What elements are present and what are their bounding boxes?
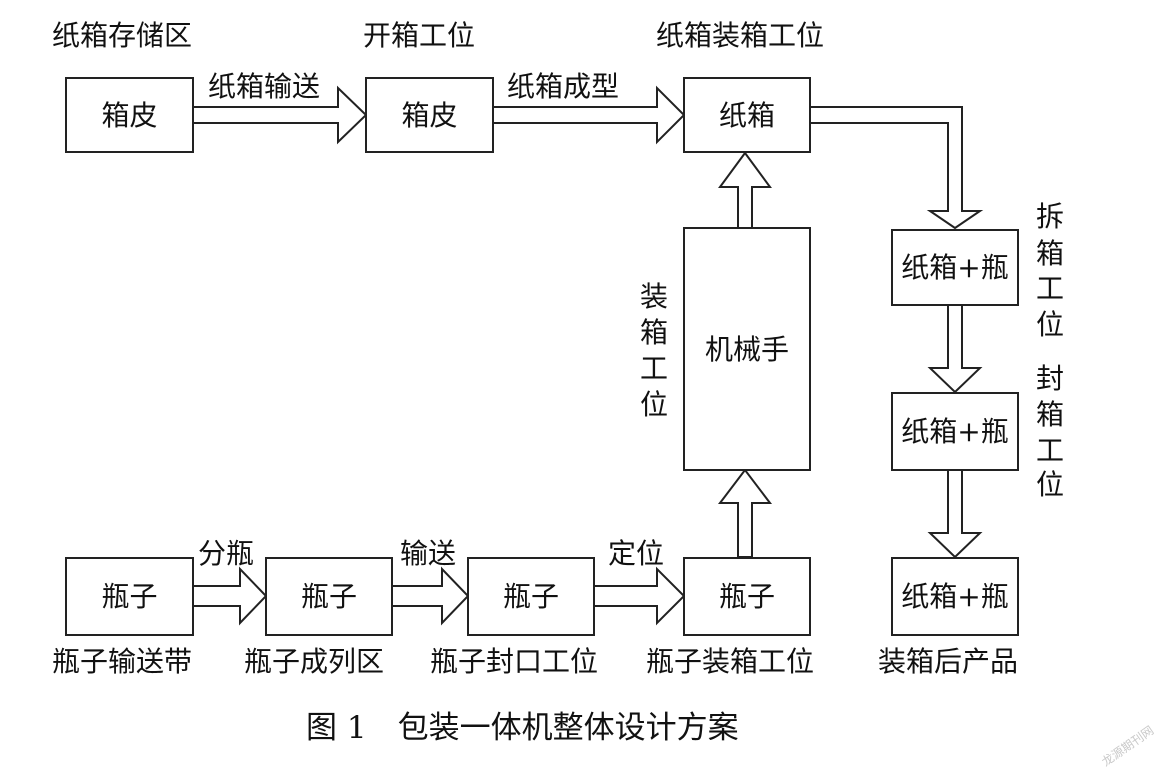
vertical-label-char: 箱 (1036, 237, 1064, 270)
vertical-label-char: 工 (1036, 434, 1064, 467)
vertical-label-char: 工 (1036, 272, 1064, 305)
box-seal-station-label: 纸箱+瓶 (901, 415, 1008, 448)
arrow-robot-to-carton (718, 151, 772, 229)
zone-bottle-seal-station: 瓶子封口工位 (430, 645, 598, 678)
box-bottle-seal (467, 557, 595, 636)
vertical-label-char: 箱 (640, 316, 668, 349)
vertical-label-seal-station: 封 箱 工 位 (1036, 362, 1064, 501)
arrow-carton-to-unpack (809, 106, 984, 230)
zone-carton-open-station: 开箱工位 (363, 19, 475, 52)
arrow-carton-forming (492, 85, 686, 145)
zone-carton-storage: 纸箱存储区 (52, 19, 192, 52)
vertical-label-char: 拆 (1036, 200, 1064, 233)
box-bottle-conveyor-label: 瓶子 (101, 580, 157, 613)
box-bottle-seal-label: 瓶子 (503, 580, 559, 613)
arrow-bottle-to-robot (717, 468, 773, 558)
arrow-label-carton-convey: 纸箱输送 (208, 70, 320, 103)
zone-bottle-conveyor-belt: 瓶子输送带 (52, 645, 192, 678)
vertical-label-char: 装 (640, 280, 668, 313)
box-final-product (891, 557, 1019, 636)
box-unpack-station (891, 229, 1019, 306)
box-robot-label: 机械手 (705, 333, 789, 366)
zone-bottle-pack-station: 瓶子装箱工位 (646, 645, 814, 678)
box-carton-open (365, 77, 494, 153)
zone-carton-packing-station: 纸箱装箱工位 (656, 19, 824, 52)
box-bottle-rows (265, 557, 393, 636)
vertical-label-char: 箱 (1036, 398, 1064, 431)
box-bottle-conveyor (65, 557, 194, 636)
box-unpack-station-label: 纸箱+瓶 (901, 251, 1008, 284)
box-seal-station (891, 392, 1019, 471)
vertical-label-unpack-station: 拆 箱 工 位 (1036, 200, 1064, 341)
vertical-label-packing-station: 装 箱 工 位 (640, 280, 668, 421)
arrow-label-bottle-split: 分瓶 (198, 537, 254, 570)
vertical-label-char: 工 (640, 352, 668, 385)
box-carton-storage (65, 77, 194, 153)
arrow-bottle-position (593, 566, 686, 626)
arrow-label-bottle-position: 定位 (608, 537, 664, 570)
figure-caption: 图 1 包装一体机整体设计方案 (306, 710, 739, 746)
arrow-unpack-to-seal (927, 304, 983, 394)
box-carton-formed (683, 77, 811, 153)
zone-packed-product: 装箱后产品 (878, 645, 1018, 678)
box-carton-formed-label: 纸箱 (719, 99, 775, 132)
box-final-product-label: 纸箱+瓶 (901, 580, 1008, 613)
arrow-label-carton-forming: 纸箱成型 (507, 70, 619, 103)
box-carton-open-label: 箱皮 (401, 99, 457, 132)
vertical-label-char: 封 (1036, 362, 1064, 395)
zone-bottle-row-area: 瓶子成列区 (244, 645, 384, 678)
box-bottle-rows-label: 瓶子 (301, 580, 357, 613)
box-bottle-pack-label: 瓶子 (719, 580, 775, 613)
arrow-bottle-convey (391, 566, 470, 626)
arrow-label-bottle-convey: 输送 (400, 537, 456, 570)
arrow-seal-to-final (927, 469, 983, 559)
box-bottle-pack (683, 557, 811, 636)
box-robot (683, 227, 811, 471)
box-carton-storage-label: 箱皮 (101, 99, 157, 132)
arrow-carton-convey (192, 85, 368, 145)
arrow-bottle-split (192, 566, 268, 626)
vertical-label-char: 位 (1036, 308, 1064, 341)
watermark: 龙源期刊网 (1099, 723, 1156, 767)
vertical-label-char: 位 (1036, 468, 1064, 501)
vertical-label-char: 位 (640, 388, 668, 421)
